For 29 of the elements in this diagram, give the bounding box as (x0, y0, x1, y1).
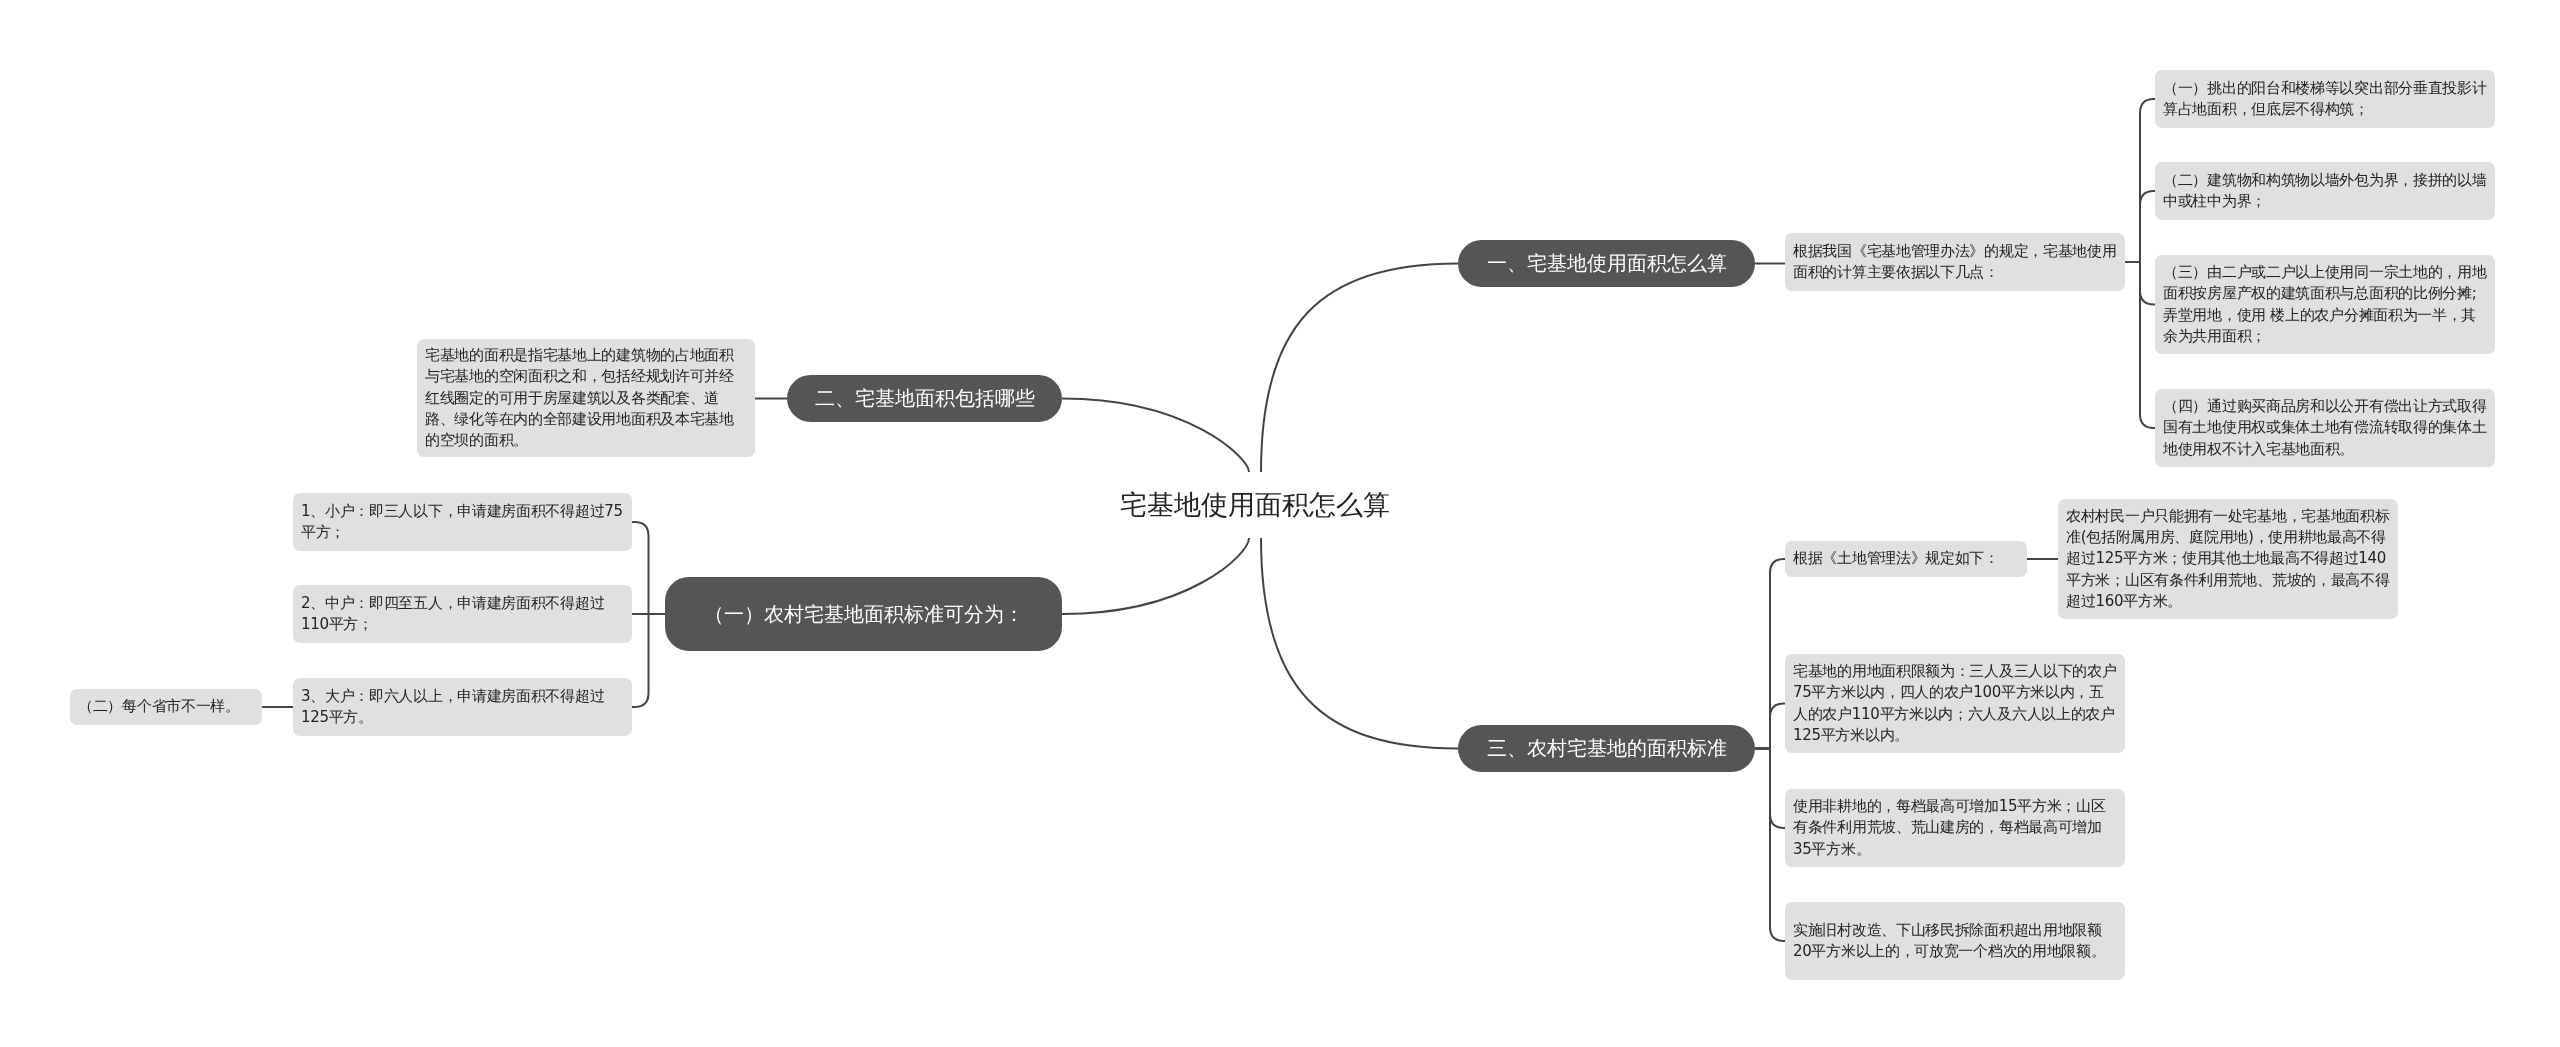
connector-line (1260, 537, 1459, 750)
connector-line (754, 397, 788, 400)
subtopic-box: （一）挑出的阳台和楼梯等以突出部分垂直投影计算占地面积，但底层不得构筑； (2155, 70, 2495, 128)
subtopic-box: 农村村民一户只能拥有一处宅基地，宅基地面积标准(包括附属用房、庭院用地)，使用耕地最高不得超过125平方米；使用其他土地最高不得超过140平方米；山区有条件利用荒地、荒坡的，最高不得超过160平方米。 (2058, 499, 2398, 619)
subtopic-box: 3、大户：即六人以上，申请建房面积不得超过125平方。 (293, 678, 632, 736)
subtopic-box: （二）每个省市不一样。 (70, 689, 262, 725)
connector-line (1061, 537, 1250, 615)
connector-line (1754, 747, 1786, 942)
branch-topic: （一）农村宅基地面积标准可分为： (665, 577, 1062, 651)
subtopic-box: 根据我国《宅基地管理办法》的规定，宅基地使用面积的计算主要依据以下几点： (1785, 233, 2125, 291)
subtopic-box: （四）通过购买商品房和以公开有偿出让方式取得国有土地使用权或集体土地有偿流转取得的集体土地使用权不计入宅基地面积。 (2155, 389, 2495, 467)
branch-topic: 一、宅基地使用面积怎么算 (1458, 240, 1755, 287)
connector-line (2124, 261, 2156, 429)
branch-topic: 三、农村宅基地的面积标准 (1458, 725, 1755, 772)
connector-line (1061, 397, 1250, 473)
subtopic-box: 宅基地的面积是指宅基地上的建筑物的占地面积与宅基地的空闲面积之和，包括经规划许可并经红线圈定的可用于房屋建筑以及各类配套、道路、绿化等在内的全部建设用地面积及本宅基地的空坝的面积。 (417, 339, 755, 458)
connector-line (1754, 262, 1786, 265)
subtopic-box: （二）建筑物和构筑物以墙外包为界，接拼的以墙中或柱中为界； (2155, 162, 2495, 220)
branch-topic: 二、宅基地面积包括哪些 (787, 375, 1062, 422)
subtopic-box: 实施旧村改造、下山移民拆除面积超出用地限额20平方米以上的，可放宽一个档次的用地限额。 (1785, 902, 2125, 980)
subtopic-box: 2、中户：即四至五人，申请建房面积不得超过110平方； (293, 585, 632, 643)
subtopic-box: 1、小户：即三人以下，申请建房面积不得超过75平方； (293, 493, 632, 551)
connector-line (261, 706, 294, 708)
connector-line (1260, 262, 1459, 473)
connector-line (2026, 558, 2059, 560)
subtopic-box: 使用非耕地的，每档最高可增加15平方米；山区有条件利用荒坡、荒山建房的，每档最高可增加35平方米。 (1785, 789, 2125, 867)
subtopic-box: 根据《土地管理法》规定如下： (1785, 541, 2027, 577)
subtopic-box: （三）由二户或二户以上使用同一宗土地的，用地面积按房屋产权的建筑面积与总面积的比例分摊;弄堂用地，使用 楼上的农户分摊面积为一半，其余为共用面积； (2155, 255, 2495, 354)
subtopic-box: 宅基地的用地面积限额为：三人及三人以下的农户75平方米以内，四人的农户100平方米以内，五人的农户110平方米以内；六人及六人以上的农户125平方米以内。 (1785, 654, 2125, 753)
